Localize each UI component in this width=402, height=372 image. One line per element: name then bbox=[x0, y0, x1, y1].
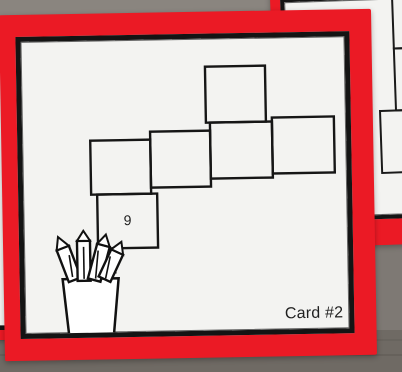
main-card-paper: 9 Card #2 bbox=[15, 31, 354, 339]
main-card: 9 Card #2 bbox=[0, 9, 377, 361]
background-grid-top-cell bbox=[392, 0, 402, 49]
grid-cell-top-right bbox=[205, 66, 266, 123]
grid-cell-row1-col1 bbox=[90, 140, 151, 195]
grid-number: 9 bbox=[97, 194, 158, 247]
card-label: Card #2 bbox=[285, 304, 344, 323]
background-grid bbox=[376, 0, 402, 173]
grid-cell-row1-col3 bbox=[210, 122, 273, 179]
grid-cell-row1-col2 bbox=[150, 131, 211, 188]
main-card-art bbox=[20, 36, 349, 334]
grid-cell-row1-col4 bbox=[272, 116, 335, 173]
background-grid-middle-cell bbox=[394, 47, 402, 110]
background-grid-bottom-cell bbox=[380, 109, 402, 173]
